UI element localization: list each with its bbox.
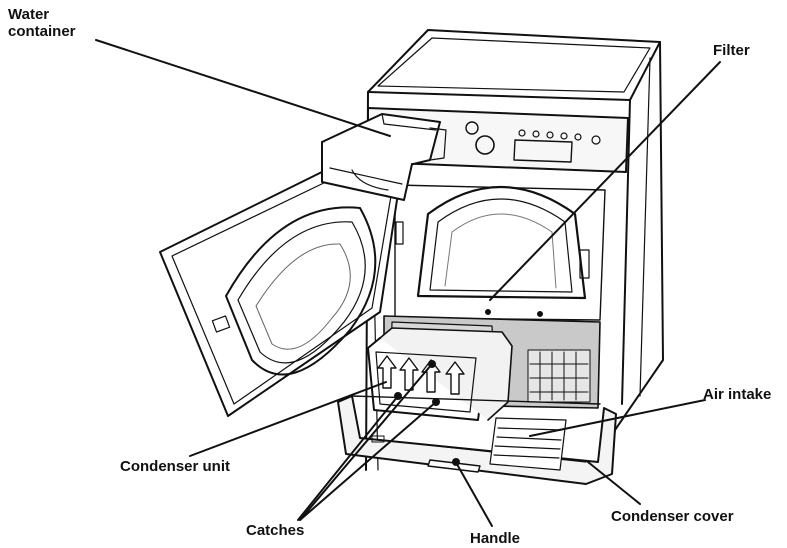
water-container-label-line1: Water	[8, 6, 50, 23]
air-intake-grille	[527, 349, 591, 403]
leader-handle	[457, 465, 493, 527]
water-container	[321, 113, 447, 201]
cover-handle	[427, 459, 481, 473]
leader-catches-2	[299, 401, 437, 521]
air-intake-label: Air intake	[703, 386, 772, 403]
leader-condenser-cover	[587, 461, 641, 505]
condenser-cover-label: Condenser cover	[611, 508, 734, 525]
leader-condenser-unit	[189, 381, 387, 457]
cover-vents	[489, 417, 567, 471]
water-container-label-line2: container	[8, 23, 76, 40]
leader-water-container	[95, 39, 391, 137]
condenser-cover	[337, 395, 617, 485]
condenser-arrows	[377, 355, 465, 395]
filter-label: Filter	[713, 42, 750, 59]
leader-air-intake	[529, 399, 706, 437]
leader-lines	[95, 39, 721, 527]
open-door	[159, 167, 401, 417]
leader-filter	[489, 61, 721, 301]
water-container-label: Water container	[8, 6, 76, 40]
handle-label: Handle	[470, 530, 521, 547]
catches-label: Catches	[246, 522, 305, 539]
condenser-unit-label: Condenser unit	[120, 458, 231, 475]
leader-catches-3	[299, 363, 433, 521]
leader-catches-1	[297, 395, 399, 521]
